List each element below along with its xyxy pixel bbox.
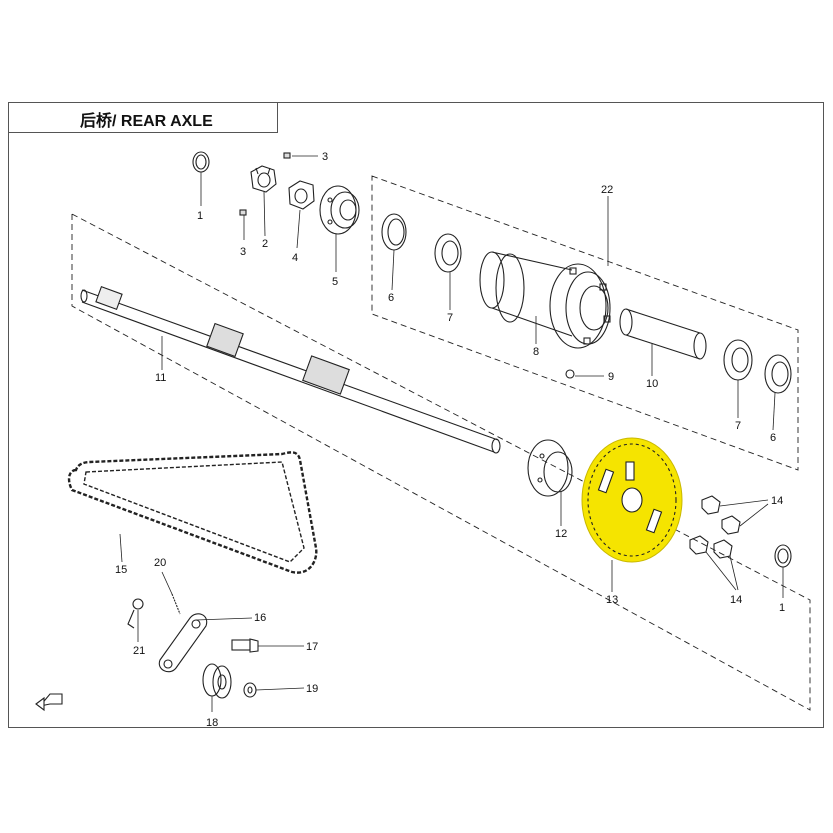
part-2-castle-nut: [250, 165, 277, 193]
page-title: 后桥/ REAR AXLE: [80, 113, 213, 130]
callout-9: 9: [608, 371, 614, 383]
callout-20: 20: [154, 557, 166, 569]
callout-6: 6: [388, 292, 394, 304]
callout-19: 19: [306, 683, 318, 695]
callout-14-bottom: 14: [730, 594, 742, 606]
group-outline-shaft: [71, 213, 811, 711]
callout-7: 7: [447, 312, 453, 324]
part-10-spacer-tube: [619, 308, 707, 360]
part-17-bolt: [231, 638, 259, 653]
callout-1-top: 1: [197, 210, 203, 222]
part-8-hub-housing: [479, 251, 611, 349]
callout-6-right: 6: [770, 432, 776, 444]
callout-5: 5: [332, 276, 338, 288]
group-outline-hub: [371, 175, 799, 471]
diagram-frame: [8, 102, 824, 728]
callout-14-right: 14: [771, 495, 783, 507]
callout-15: 15: [115, 564, 127, 576]
callout-17: 17: [306, 641, 318, 653]
callout-13: 13: [606, 594, 618, 606]
part-5-hub-flange: [319, 185, 360, 235]
callout-16: 16: [254, 612, 266, 624]
callout-21: 21: [133, 645, 145, 657]
callout-8: 8: [533, 346, 539, 358]
callout-3-top: 3: [322, 151, 328, 163]
callout-22: 22: [601, 184, 613, 196]
part-11-axle-shaft: [80, 286, 501, 454]
part-20-pin: [171, 593, 181, 615]
part-12-sprocket-hub: [527, 439, 573, 497]
part-9-nipple: [565, 369, 575, 379]
part-1-snap-ring-right: [774, 544, 792, 568]
callout-7-right: 7: [735, 420, 741, 432]
part-16-tensioner-arm: [158, 613, 208, 673]
part-15-chain: [67, 451, 318, 574]
part-3-pin: [283, 152, 291, 159]
callout-labels: 1 2 3 3 4 5 6 7 8 9 10 11 12 13 14 14 15…: [115, 151, 785, 729]
part-7-bearing: [434, 233, 462, 273]
part-14-fasteners: [689, 495, 741, 559]
callout-2: 2: [262, 238, 268, 250]
part-4-hex-nut: [288, 180, 315, 210]
part-7-bearing-right: [723, 339, 753, 381]
front-arrow-icon: [35, 693, 63, 712]
callout-4: 4: [292, 252, 298, 264]
part-3-pin: [239, 209, 247, 216]
part-21-spring: [127, 598, 144, 629]
callout-11: 11: [155, 372, 166, 384]
callout-10: 10: [646, 378, 658, 390]
title-box: [8, 102, 278, 133]
part-6-seal-right: [764, 354, 792, 394]
callout-1-right: 1: [779, 602, 785, 614]
callout-18: 18: [206, 717, 218, 729]
part-18-roller: [202, 663, 232, 699]
part-19-washer: [243, 682, 257, 698]
callout-12: 12: [555, 528, 567, 540]
callout-3-bottom: 3: [240, 246, 246, 258]
part-6-seal: [381, 213, 407, 251]
part-13-sprocket-highlight: [581, 437, 683, 563]
part-1-snap-ring: [192, 151, 210, 173]
